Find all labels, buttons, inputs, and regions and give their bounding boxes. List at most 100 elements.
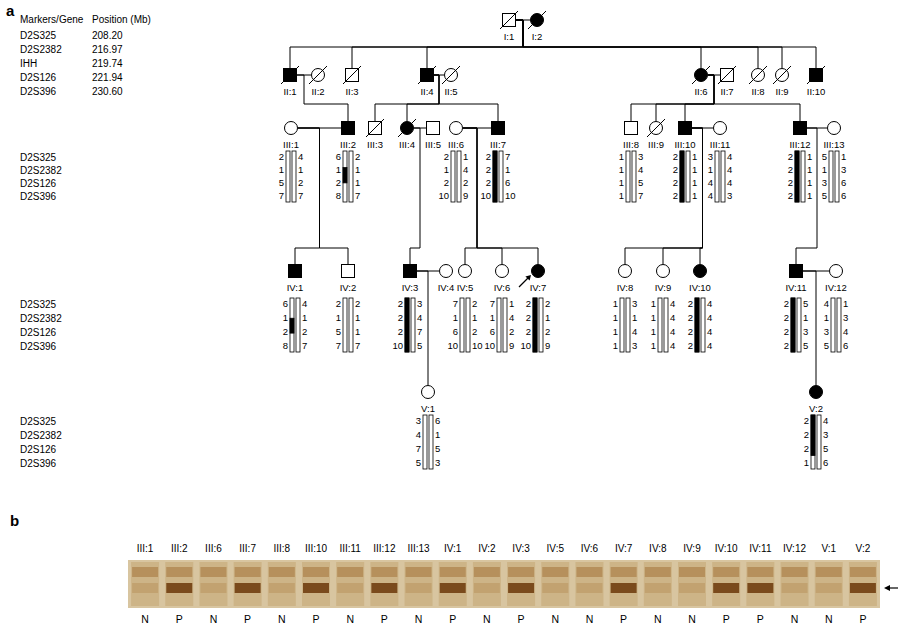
allele-number: 4 — [670, 298, 675, 310]
male-square — [289, 265, 302, 278]
female-circle — [422, 386, 435, 399]
haplotype-bar — [292, 151, 296, 202]
genotype-call: N — [586, 613, 594, 626]
haplotype-bar — [801, 151, 805, 202]
individual-symbol — [458, 264, 472, 278]
descent-line — [516, 20, 758, 68]
marker-name: D2S325 — [20, 298, 56, 311]
deceased-slash — [398, 119, 416, 137]
haplotype-bar — [829, 151, 833, 202]
pedigree-individual: IV:1 — [288, 264, 302, 278]
allele-number: 7 — [505, 151, 510, 163]
individual-symbol — [649, 121, 663, 135]
individual-id: IV:7 — [530, 282, 547, 293]
individual-symbol — [789, 264, 803, 278]
allele-number: 6 — [505, 177, 510, 189]
genotype-call: P — [381, 613, 388, 626]
genotype-call: N — [210, 613, 218, 626]
haplotype-bar — [349, 151, 353, 202]
allele-number: 4 — [707, 298, 712, 310]
allele-number: 2 — [804, 429, 809, 441]
pedigree-individual: III:1 — [284, 121, 298, 135]
allele-number: 2 — [486, 151, 491, 163]
genotype-call: P — [312, 613, 319, 626]
haplotype-bar — [423, 415, 427, 469]
allele-number: 2 — [463, 177, 468, 189]
gel-lane — [849, 562, 877, 606]
gel-band — [850, 583, 876, 593]
lane-label: IV:7 — [615, 542, 632, 555]
gel-lane — [370, 562, 398, 606]
gel-band — [508, 583, 534, 593]
haplotype-bar — [795, 151, 799, 202]
haplotype-bar — [296, 298, 300, 352]
panel-letter: b — [10, 511, 19, 530]
genotype-call: N — [551, 613, 559, 626]
marker-name: D2S325 — [20, 415, 56, 428]
individual-symbol — [751, 68, 765, 82]
haplotype-bar — [405, 298, 409, 352]
allele-number: 4 — [632, 326, 637, 338]
disease-haplotype — [405, 298, 409, 352]
gel-band — [200, 567, 226, 577]
individual-symbol — [420, 68, 434, 82]
individual-symbol — [793, 121, 807, 135]
allele-number: 1 — [355, 312, 360, 324]
allele-number: 7 — [490, 298, 495, 310]
pedigree-individual: II:5 — [444, 68, 458, 82]
individual-symbol — [368, 121, 382, 135]
pedigree-individual: II:2 — [311, 68, 325, 82]
gel-band — [645, 583, 671, 593]
male-square — [492, 122, 505, 135]
allele-number: 10 — [505, 190, 516, 202]
allele-number: 4 — [708, 177, 713, 189]
descent-line — [352, 20, 523, 68]
allele-number: 1 — [692, 151, 697, 163]
allele-number: 3 — [416, 415, 421, 427]
allele-number: 5 — [823, 443, 828, 455]
allele-number: 1 — [545, 312, 550, 324]
allele-number: 1 — [804, 457, 809, 469]
allele-number: 3 — [822, 177, 827, 189]
genotype-call: N — [278, 613, 286, 626]
individual-symbol — [829, 264, 843, 278]
allele-number: 2 — [673, 177, 678, 189]
gel-lane — [815, 562, 843, 606]
gel-band — [611, 583, 637, 593]
gel-band — [611, 567, 637, 577]
haplotype-bar — [503, 298, 507, 352]
pedigree-individual: III:11 — [713, 121, 727, 135]
descent-line — [516, 20, 816, 68]
allele-number: 2 — [279, 151, 284, 163]
descent-line — [290, 20, 523, 68]
pedigree-individual: V:1 — [421, 385, 435, 399]
allele-number: 4 — [824, 298, 829, 310]
allele-number: 1 — [843, 298, 848, 310]
individual-id: II:2 — [311, 86, 324, 97]
marker-name: D2S396 — [20, 190, 56, 203]
genotype-call: P — [620, 613, 627, 626]
allele-number: 6 — [435, 415, 440, 427]
allele-number: 4 — [727, 177, 732, 189]
haplotype-bar — [466, 298, 470, 352]
allele-number: 4 — [727, 151, 732, 163]
pedigree-individual: III:2 — [341, 121, 355, 135]
allele-number: 3 — [708, 151, 713, 163]
allele-number: 2 — [688, 340, 693, 352]
gel-lane — [610, 562, 638, 606]
genotype-call: P — [244, 613, 251, 626]
genotype-call: P — [176, 613, 183, 626]
lane-label: IV:2 — [478, 542, 495, 555]
allele-number: 2 — [355, 151, 360, 163]
individual-id: III:7 — [490, 139, 506, 150]
gel-band — [269, 567, 295, 577]
haplotype-bar — [497, 298, 501, 352]
individual-symbol — [502, 13, 516, 27]
gel-band — [371, 583, 397, 593]
allele-number: 2 — [784, 340, 789, 352]
marker-name: D2S126 — [20, 443, 56, 456]
allele-number: 2 — [355, 298, 360, 310]
allele-number: 6 — [453, 326, 458, 338]
allele-number: 5 — [824, 340, 829, 352]
allele-number: 7 — [279, 190, 284, 202]
